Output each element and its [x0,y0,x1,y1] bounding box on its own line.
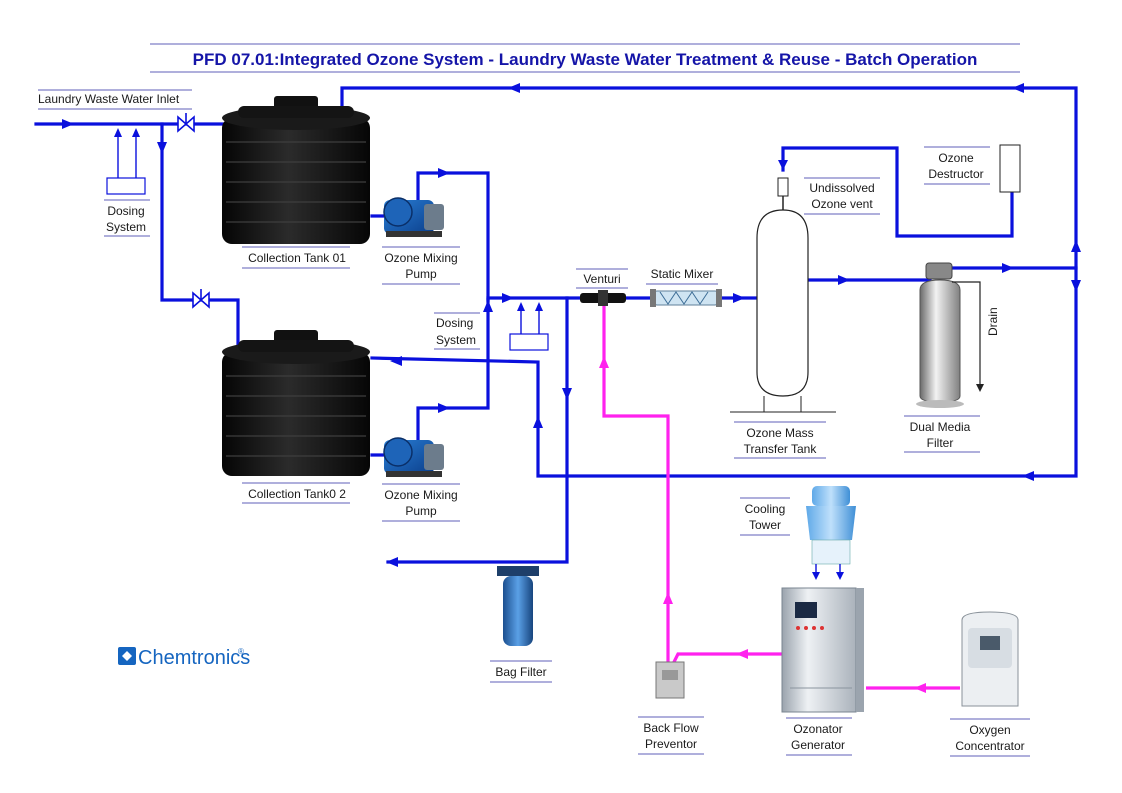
svg-text:Pump: Pump [405,267,437,281]
label-cooling: Cooling Tower [740,497,790,536]
tank2-inlet-valve[interactable] [192,289,210,309]
svg-text:Venturi: Venturi [583,272,620,286]
label-bag-filter: Bag Filter [490,660,552,683]
chemtronics-logo: Chemtronics ® [118,647,250,669]
bag-filter [497,566,539,646]
cooling-tower [806,486,856,580]
diagram-title: PFD 07.01:Integrated Ozone System - Laun… [193,50,978,69]
svg-text:Dual Media: Dual Media [910,420,971,434]
svg-text:Ozone Mixing: Ozone Mixing [384,251,457,265]
svg-text:Dosing: Dosing [436,316,473,330]
svg-text:Static Mixer: Static Mixer [651,267,714,281]
label-static-mixer: Static Mixer [646,267,718,285]
ozone-mixing-pump-1 [383,197,444,237]
back-flow-preventor [655,661,685,699]
label-oxygen: Oxygen Concentrator [950,718,1030,757]
water-flow-arrows [62,83,1081,567]
ozone-mass-transfer-tank [730,177,836,413]
venturi [580,290,626,306]
label-pump-1: Ozone Mixing Pump [382,246,460,285]
svg-text:Filter: Filter [927,436,954,450]
svg-text:Concentrator: Concentrator [955,739,1024,753]
svg-text:System: System [436,333,476,347]
svg-text:Undissolved: Undissolved [809,181,874,195]
svg-text:Destructor: Destructor [928,167,983,181]
collection-tank-2 [222,330,370,476]
static-mixer [650,289,722,307]
brand-name: Chemtronics [138,647,250,669]
title-block: PFD 07.01:Integrated Ozone System - Laun… [150,43,1020,73]
label-dosing-1: Dosing System [104,199,150,237]
ozone-destructor [999,144,1021,193]
label-tank-1: Collection Tank 01 [242,246,350,269]
label-tank-2: Collection Tank0 2 [242,482,350,504]
svg-text:Preventor: Preventor [645,737,697,751]
label-inlet: Laundry Waste Water Inlet [38,89,192,110]
dual-media-filter [916,262,984,408]
ozone-mixing-pump-2 [383,437,444,477]
inlet-valve[interactable] [177,113,195,133]
brand-registered-mark: ® [238,647,244,656]
label-vent: Undissolved Ozone vent [804,177,880,215]
svg-text:Bag Filter: Bag Filter [495,665,546,679]
svg-text:Collection Tank 01: Collection Tank 01 [248,251,346,265]
svg-text:Generator: Generator [791,738,845,752]
label-dosing-2: Dosing System [434,312,480,350]
svg-text:Laundry Waste Water Inlet: Laundry Waste Water Inlet [38,92,180,106]
svg-text:Cooling: Cooling [745,502,786,516]
label-drain: Drain [986,307,1000,336]
svg-text:Drain: Drain [986,307,1000,336]
svg-text:Collection Tank0 2: Collection Tank0 2 [248,487,346,501]
svg-text:Ozone: Ozone [938,151,974,165]
svg-text:Dosing: Dosing [107,204,144,218]
collection-tank-1 [222,96,370,244]
ozonator-generator [781,587,864,713]
component-labels: Laundry Waste Water Inlet Dosing System … [38,89,1030,757]
label-dual-media: Dual Media Filter [904,415,980,453]
label-destructor: Ozone Destructor [924,146,990,185]
svg-text:Ozone vent: Ozone vent [811,197,873,211]
svg-text:Back Flow: Back Flow [643,721,699,735]
svg-text:Oxygen: Oxygen [969,723,1010,737]
label-ozonator: Ozonator Generator [786,717,852,756]
svg-text:Pump: Pump [405,504,437,518]
label-venturi: Venturi [576,268,628,289]
svg-text:System: System [106,220,146,234]
oxygen-concentrator [961,611,1019,707]
dosing-system-1 [106,128,146,195]
svg-text:Tower: Tower [749,518,781,532]
label-mass-tank: Ozone Mass Transfer Tank [734,421,826,459]
dosing-system-2 [509,302,549,351]
svg-text:Ozonator: Ozonator [793,722,842,736]
svg-text:Ozone Mixing: Ozone Mixing [384,488,457,502]
label-backflow: Back Flow Preventor [638,716,704,755]
svg-text:Ozone Mass: Ozone Mass [746,426,813,440]
label-pump-2: Ozone Mixing Pump [382,483,460,522]
svg-text:Transfer Tank: Transfer Tank [744,442,818,456]
